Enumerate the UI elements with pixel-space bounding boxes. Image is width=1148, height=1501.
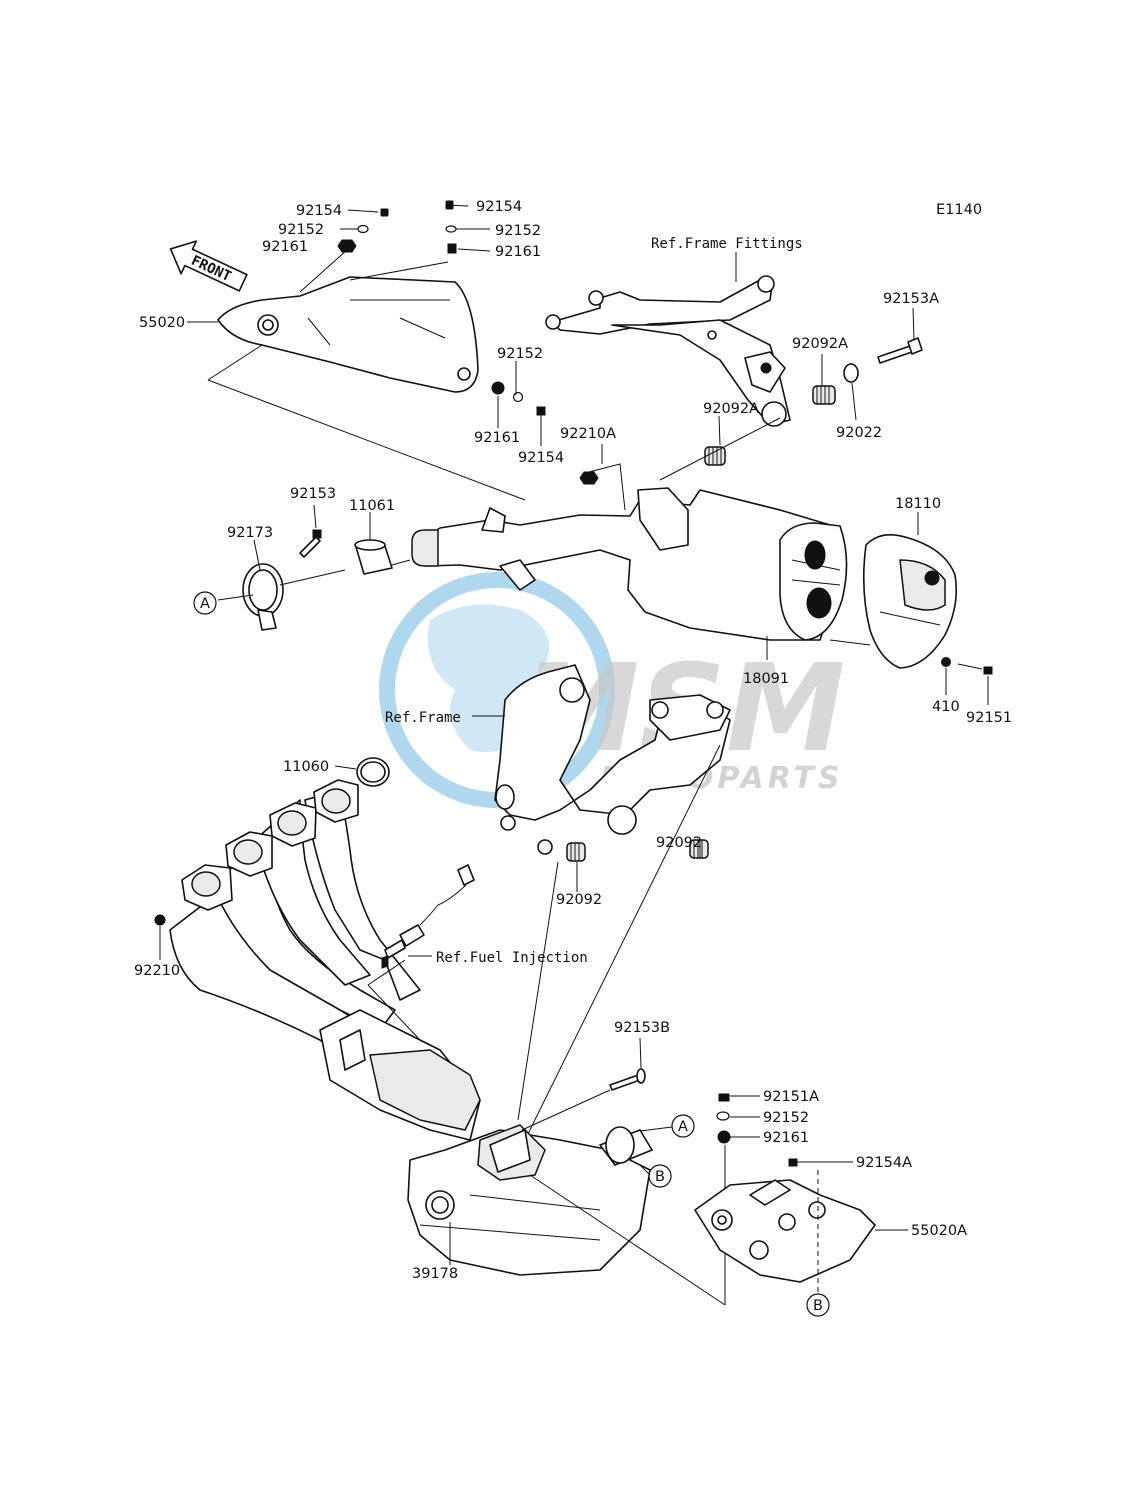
part-92152-top-left: 92152 [278,222,324,238]
oxygen-sensor [381,864,475,969]
exhaust-headers [169,779,481,1141]
part-92161-low: 92161 [763,1130,809,1146]
part-92161-top-left: 92161 [262,239,308,255]
part-92151a: 92151A [763,1089,819,1105]
part-92092-bottom: 92092 [556,892,602,908]
part-92092a-lower: 92092A [703,401,759,417]
part-18110: 18110 [895,496,941,512]
callout-b-right: B [813,1298,823,1314]
front-arrow-icon: FRONT [169,240,248,292]
frame-bracket [494,664,731,855]
part-92152-mid: 92152 [497,346,543,362]
part-55020a: 55020A [911,1223,967,1239]
part-55020: 55020 [139,315,185,331]
part-39178: 39178 [412,1266,458,1282]
callout-a-left: A [200,596,210,612]
part-92153b: 92153B [614,1020,670,1036]
muffler [411,487,848,641]
part-92154a: 92154A [856,1155,912,1171]
exhaust-clamp [242,563,284,631]
rubber-grommet-lower [704,446,726,466]
part-18091: 18091 [743,671,789,687]
part-92151: 92151 [966,710,1012,726]
part-410: 410 [932,699,960,715]
part-92153a: 92153A [883,291,939,307]
part-92153: 92153 [290,486,336,502]
part-92210: 92210 [134,963,180,979]
part-92210a: 92210A [560,426,616,442]
part-92154-top-left: 92154 [296,203,342,219]
callout-b-left: B [655,1169,665,1185]
diagram-code: E1140 [936,202,982,218]
ref-fuel-injection: Ref.Fuel Injection [436,950,588,966]
part-92152-top-mid: 92152 [495,223,541,239]
part-92154-mid: 92154 [518,450,564,466]
part-11061: 11061 [349,498,395,514]
part-92152-low: 92152 [763,1110,809,1126]
part-92173: 92173 [227,525,273,541]
part-92022: 92022 [836,425,882,441]
muffler-end-cap [862,534,958,669]
frame-fittings-bracket [545,275,791,427]
ref-frame: Ref.Frame [385,710,461,726]
rubber-grommet-upper [812,385,836,405]
part-11060: 11060 [283,759,329,775]
heat-cover-lower [694,1179,876,1283]
callout-a-right: A [678,1119,688,1135]
part-92092a-upper: 92092A [792,336,848,352]
gasket-sleeve [354,539,393,575]
exhaust-collector [407,1124,653,1276]
part-92154-top-mid: 92154 [476,199,522,215]
part-92092-right: 92092 [656,835,702,851]
part-92161-top-mid: 92161 [495,244,541,260]
ref-frame-fittings: Ref.Frame Fittings [651,236,803,252]
heat-cover-upper [217,276,479,393]
part-92161-mid: 92161 [474,430,520,446]
